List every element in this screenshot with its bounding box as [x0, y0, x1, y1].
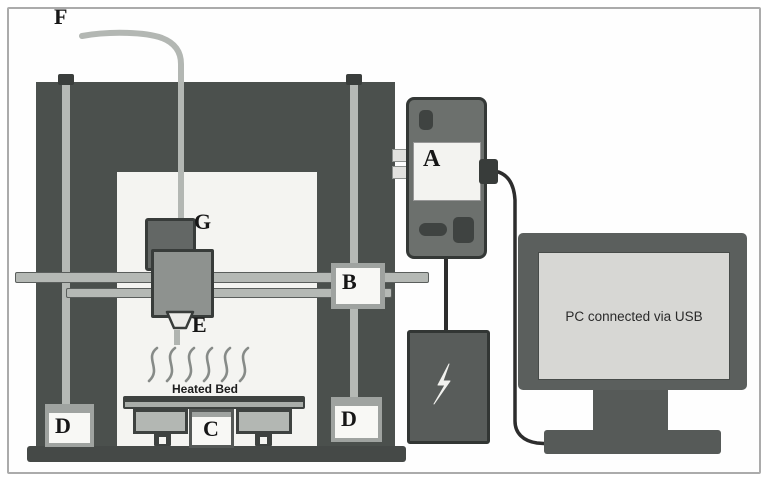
usb-connector	[479, 159, 498, 184]
pc-monitor-base	[544, 430, 721, 454]
z-motor-box-d-right: D	[331, 397, 382, 442]
label-a: A	[423, 146, 441, 172]
controller-button-pill	[419, 223, 447, 236]
pc-screen-text: PC connected via USB	[565, 308, 703, 324]
label-d-right: D	[341, 406, 357, 431]
bed-foot-left	[154, 433, 171, 446]
power-supply-unit	[407, 330, 490, 444]
controller-screen: A	[413, 142, 481, 201]
z-rod-right	[350, 84, 358, 400]
controller-button-square	[453, 217, 474, 243]
printer-base	[27, 446, 406, 462]
bed-foot-left-hole	[159, 437, 166, 444]
bed-support-left	[133, 409, 188, 434]
x-rail-lower	[66, 288, 392, 298]
z-rod-left-cap	[58, 74, 74, 85]
z-rod-left	[62, 84, 70, 406]
d-left-band	[49, 408, 90, 413]
pc-monitor-screen: PC connected via USB	[538, 252, 730, 380]
x-rail-upper	[15, 272, 429, 283]
heated-bed-label: Heated Bed	[171, 382, 239, 396]
bed-foot-right-hole	[260, 437, 267, 444]
x-endstop-box-b: B	[331, 263, 385, 309]
z-motor-box-d-left: D	[45, 404, 94, 447]
label-b: B	[342, 269, 357, 294]
heated-bed-plate	[123, 396, 305, 409]
d-right-band	[335, 401, 378, 406]
label-d-left: D	[55, 413, 71, 438]
controller-button-top	[419, 110, 433, 130]
bed-foot-right	[255, 433, 272, 446]
label-g: G	[194, 209, 212, 234]
pc-monitor-neck	[593, 390, 668, 431]
extruded-filament	[174, 330, 180, 345]
bed-electronics-box-c: C	[189, 409, 234, 448]
label-e: E	[192, 312, 207, 337]
label-f: F	[54, 4, 68, 29]
bed-support-right	[236, 409, 292, 434]
z-rod-right-cap	[346, 74, 362, 85]
c-box-band	[192, 412, 231, 417]
print-head-carriage	[151, 249, 214, 318]
label-c: C	[203, 416, 219, 441]
